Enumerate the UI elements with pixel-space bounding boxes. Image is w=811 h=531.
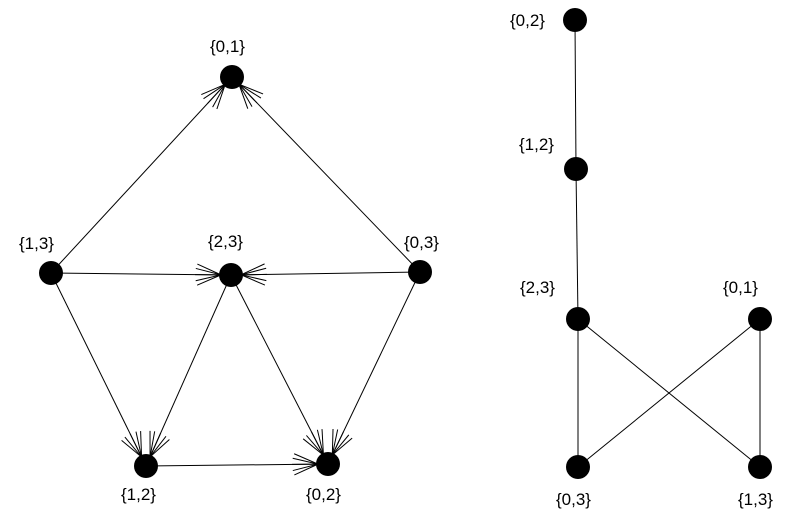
node-label-d01: {0,1} bbox=[210, 37, 245, 56]
arrowhead-d23-to-d12 bbox=[149, 430, 170, 458]
node-label-u12: {1,2} bbox=[519, 135, 554, 154]
node-d01 bbox=[220, 65, 244, 89]
node-d02 bbox=[316, 452, 340, 476]
node-label-d03: {0,3} bbox=[404, 233, 439, 252]
node-label-d23: {2,3} bbox=[208, 232, 243, 251]
arrowhead-d12-to-d02 bbox=[291, 453, 319, 476]
node-label-u23: {2,3} bbox=[520, 278, 555, 297]
node-label-d02: {0,2} bbox=[306, 485, 341, 504]
node-label-u01: {0,1} bbox=[723, 278, 758, 297]
node-label-u13: {1,3} bbox=[738, 490, 773, 509]
node-d03 bbox=[408, 260, 432, 284]
node-d12 bbox=[134, 454, 158, 478]
arrowhead-d03-to-d01 bbox=[238, 83, 264, 109]
node-u02 bbox=[563, 8, 587, 32]
node-u13 bbox=[748, 455, 772, 479]
arrowhead-d03-to-d02 bbox=[331, 428, 353, 456]
node-d13 bbox=[39, 261, 63, 285]
arrowhead-d13-to-d12 bbox=[121, 431, 143, 458]
arrowhead-d03-to-d23 bbox=[240, 263, 268, 286]
node-label-d12: {1,2} bbox=[121, 485, 156, 504]
node-label-u02: {0,2} bbox=[510, 11, 545, 30]
edge-d13-to-d01 bbox=[50, 76, 233, 274]
arrowhead-d13-to-d01 bbox=[201, 83, 226, 110]
edge-u12-to-u23 bbox=[575, 168, 579, 320]
node-u03 bbox=[566, 455, 590, 479]
node-u01 bbox=[748, 307, 772, 331]
node-label-u03: {0,3} bbox=[556, 490, 591, 509]
edge-layer bbox=[50, 19, 761, 476]
label-layer: {0,1} {1,3} {2,3} {0,3} {1,2} {0,2} {0,2} {1,2}… bbox=[19, 11, 773, 509]
node-u23 bbox=[566, 307, 590, 331]
node-d23 bbox=[219, 263, 243, 287]
node-label-d13: {1,3} bbox=[19, 234, 54, 253]
node-layer bbox=[39, 8, 772, 479]
arrowhead-d13-to-d23 bbox=[194, 263, 222, 286]
edge-u02-to-u12 bbox=[574, 19, 577, 170]
node-u12 bbox=[564, 157, 588, 181]
edge-u01-to-u03 bbox=[577, 318, 761, 468]
edge-d03-to-d01 bbox=[231, 76, 421, 273]
arrowhead-d23-to-d02 bbox=[302, 429, 324, 456]
